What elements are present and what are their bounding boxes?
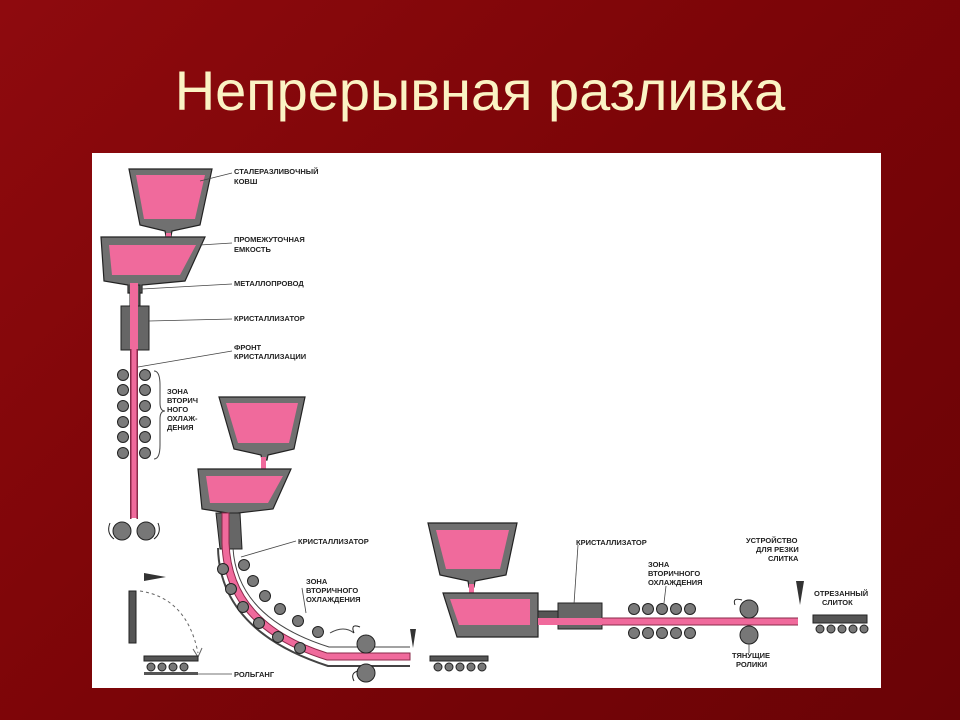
roller-table-vertical bbox=[143, 655, 199, 675]
label-front-2: КРИСТАЛЛИЗАЦИИ bbox=[234, 352, 306, 361]
label-zone-c-1: ЗОНА bbox=[306, 577, 328, 586]
label-cutter-3: СЛИТКА bbox=[768, 554, 799, 563]
label-zone-c-3: ОХЛАЖДЕНИЯ bbox=[306, 595, 361, 604]
label-zone-h-3: ОХЛАЖДЕНИЯ bbox=[648, 578, 703, 587]
label-zone-c-2: ВТОРИЧНОГО bbox=[306, 586, 358, 595]
label-zone-v-1: ЗОНА bbox=[167, 387, 189, 396]
vertical-caster bbox=[100, 168, 213, 675]
label-tundish-2: ЕМКОСТЬ bbox=[234, 245, 271, 254]
label-mould-curved: КРИСТАЛЛИЗАТОР bbox=[298, 537, 369, 546]
continuous-casting-diagram: СТАЛЕРАЗЛИВОЧНЫЙ КОВШ ПРОМЕЖУТОЧНАЯ ЕМКО… bbox=[92, 153, 881, 688]
label-pull-rolls-2: РОЛИКИ bbox=[736, 660, 767, 669]
slide-title: Непрерывная разливка bbox=[174, 59, 786, 122]
label-zone-v-2: ВТОРИЧ bbox=[167, 396, 198, 405]
curved-caster bbox=[197, 396, 416, 683]
label-zone-v-4: ОХЛАЖ- bbox=[167, 414, 198, 423]
label-mould-horizontal: КРИСТАЛЛИЗАТОР bbox=[576, 538, 647, 547]
label-nozzle: МЕТАЛЛОПРОВОД bbox=[234, 279, 304, 288]
mould-horizontal bbox=[557, 602, 603, 630]
label-cut-ingot-2: СЛИТОК bbox=[822, 598, 853, 607]
label-zone-h-2: ВТОРИЧНОГО bbox=[648, 569, 700, 578]
label-ladle-2: КОВШ bbox=[234, 177, 258, 186]
label-zone-h-1: ЗОНА bbox=[648, 560, 670, 569]
label-cut-ingot-1: ОТРЕЗАННЫЙ bbox=[814, 589, 868, 598]
label-ladle-1: СТАЛЕРАЗЛИВОЧНЫЙ bbox=[234, 167, 319, 176]
label-pull-rolls-1: ТЯНУЩИЕ bbox=[732, 651, 770, 660]
label-tundish-1: ПРОМЕЖУТОЧНАЯ bbox=[234, 235, 305, 244]
label-zone-v-5: ДЕНИЯ bbox=[167, 423, 194, 432]
label-front-1: ФРОНТ bbox=[234, 343, 262, 352]
label-zone-v-3: НОГО bbox=[167, 405, 188, 414]
label-cutter-1: УСТРОЙСТВО bbox=[746, 536, 798, 545]
roller-table-middle bbox=[429, 655, 489, 672]
label-cutter-2: ДЛЯ РЕЗКИ bbox=[756, 545, 799, 554]
label-roller-table: РОЛЬГАНГ bbox=[234, 670, 275, 679]
horizontal-caster bbox=[427, 522, 869, 645]
label-mould-vertical: КРИСТАЛЛИЗАТОР bbox=[234, 314, 305, 323]
